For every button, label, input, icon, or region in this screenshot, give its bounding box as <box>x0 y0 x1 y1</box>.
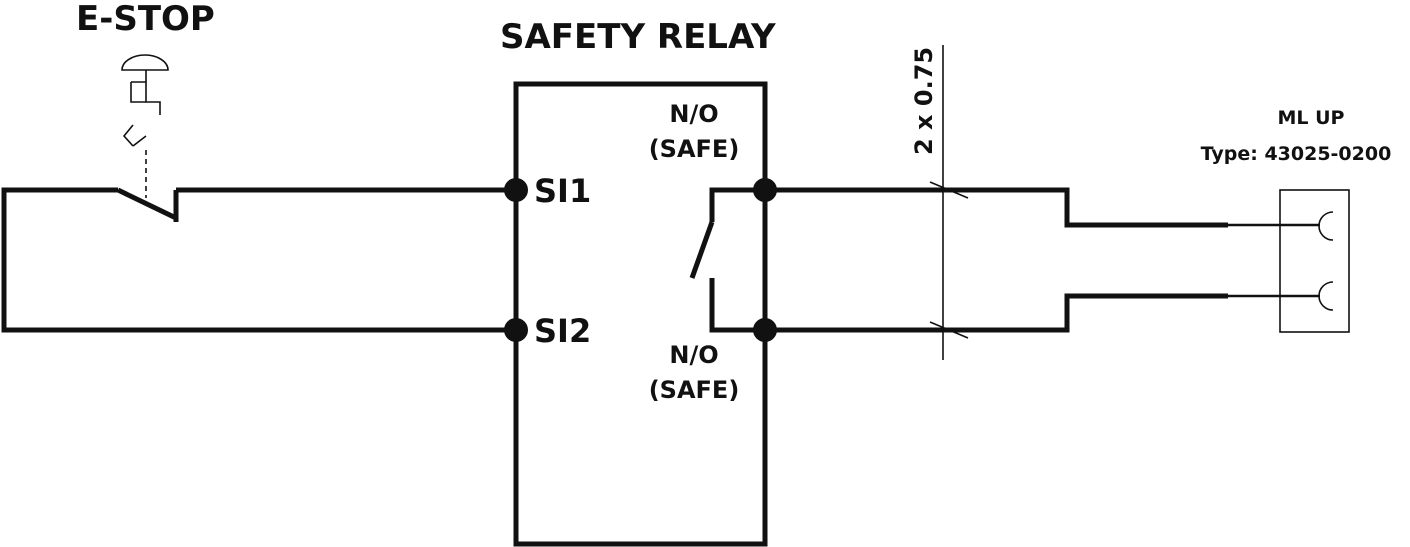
safety-relay-box <box>513 81 768 547</box>
estop-contact <box>116 187 178 221</box>
si1-input-wire <box>1 187 516 333</box>
device-name: ML UP <box>1278 107 1345 129</box>
output-wire-bottom <box>765 293 1228 333</box>
socket-contact-bottom-icon <box>1318 281 1334 311</box>
no-bottom-label-2: (SAFE) <box>649 376 740 404</box>
no-top-label-2: (SAFE) <box>649 135 740 163</box>
cable-marker <box>929 45 969 360</box>
no-contact-blade <box>689 221 715 279</box>
cable-spec-label: 2 x 0.75 <box>910 47 938 155</box>
no-contact-upper <box>709 187 765 222</box>
estop-label: E-STOP <box>76 0 215 39</box>
socket-contact-top-icon <box>1318 211 1334 241</box>
si1-label: SI1 <box>534 172 591 210</box>
relay-title: SAFETY RELAY <box>500 17 776 57</box>
device-connector-box <box>1279 189 1350 333</box>
no-contact-lower <box>709 278 765 333</box>
output-wire-top <box>765 187 1228 228</box>
si2-label: SI2 <box>534 312 591 350</box>
si1-terminal <box>504 178 528 202</box>
device-type: Type: 43025-0200 <box>1201 143 1392 165</box>
no-bottom-label-1: N/O <box>669 341 718 369</box>
no-top-label-1: N/O <box>669 100 718 128</box>
si2-terminal <box>504 318 528 342</box>
estop-symbol-icon <box>121 54 169 198</box>
